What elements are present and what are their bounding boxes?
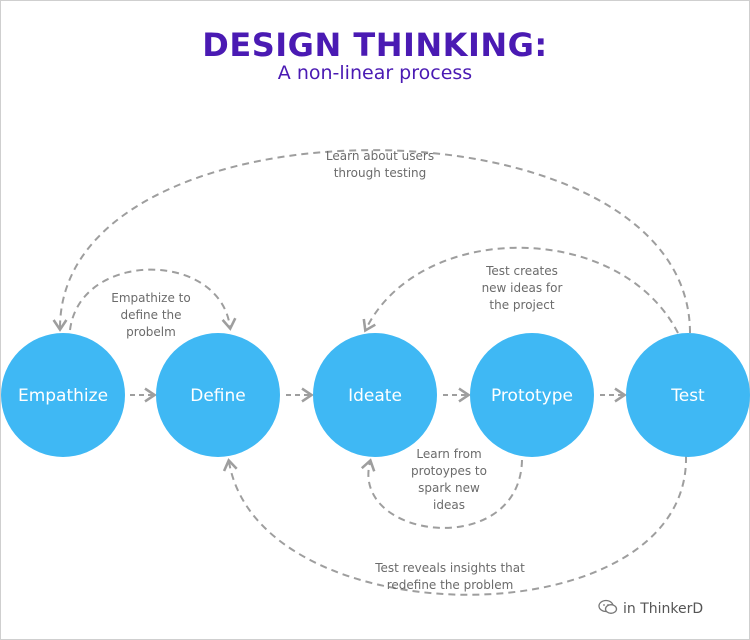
- watermark-text: in ThinkerD: [623, 601, 704, 617]
- diagram-subtitle: A non-linear process: [277, 62, 473, 84]
- note-empathize-to-define: Empathize to define the probelm: [111, 291, 191, 339]
- stage-circle-ideate: [313, 333, 437, 457]
- stage-circle-test: [626, 333, 750, 457]
- arrow-empathize-to-define: [69, 268, 237, 331]
- note-learn-about-users: Learn about users through testing: [325, 149, 435, 180]
- note-learn-from-prototypes: Learn from protoypes to spark new ideas: [411, 447, 487, 512]
- stage-label-ideate: Ideate: [348, 386, 402, 406]
- stage-circle-prototype: [470, 333, 594, 457]
- stage-label-empathize: Empathize: [18, 386, 108, 406]
- stage-label-define: Define: [190, 386, 246, 406]
- chat-bubble-icon: [598, 599, 618, 619]
- stage-label-test: Test: [670, 386, 705, 406]
- arrow-test-to-ideate: [362, 246, 679, 334]
- note-test-creates-ideas: Test creates new ideas for the project: [481, 264, 563, 312]
- diagram-title: DESIGN THINKING:: [202, 26, 548, 64]
- arrow-test-to-empathize: [52, 149, 691, 334]
- arrow-test-to-define: [222, 455, 688, 596]
- stage-circle-empathize: [1, 333, 125, 457]
- watermark: in ThinkerD: [598, 599, 703, 619]
- arrow-prototype-to-ideate: [360, 458, 523, 529]
- stage-label-prototype: Prototype: [491, 386, 573, 406]
- stage-circle-define: [156, 333, 280, 457]
- note-test-reveals-insights: Test reveals insights that redefine the …: [375, 561, 525, 592]
